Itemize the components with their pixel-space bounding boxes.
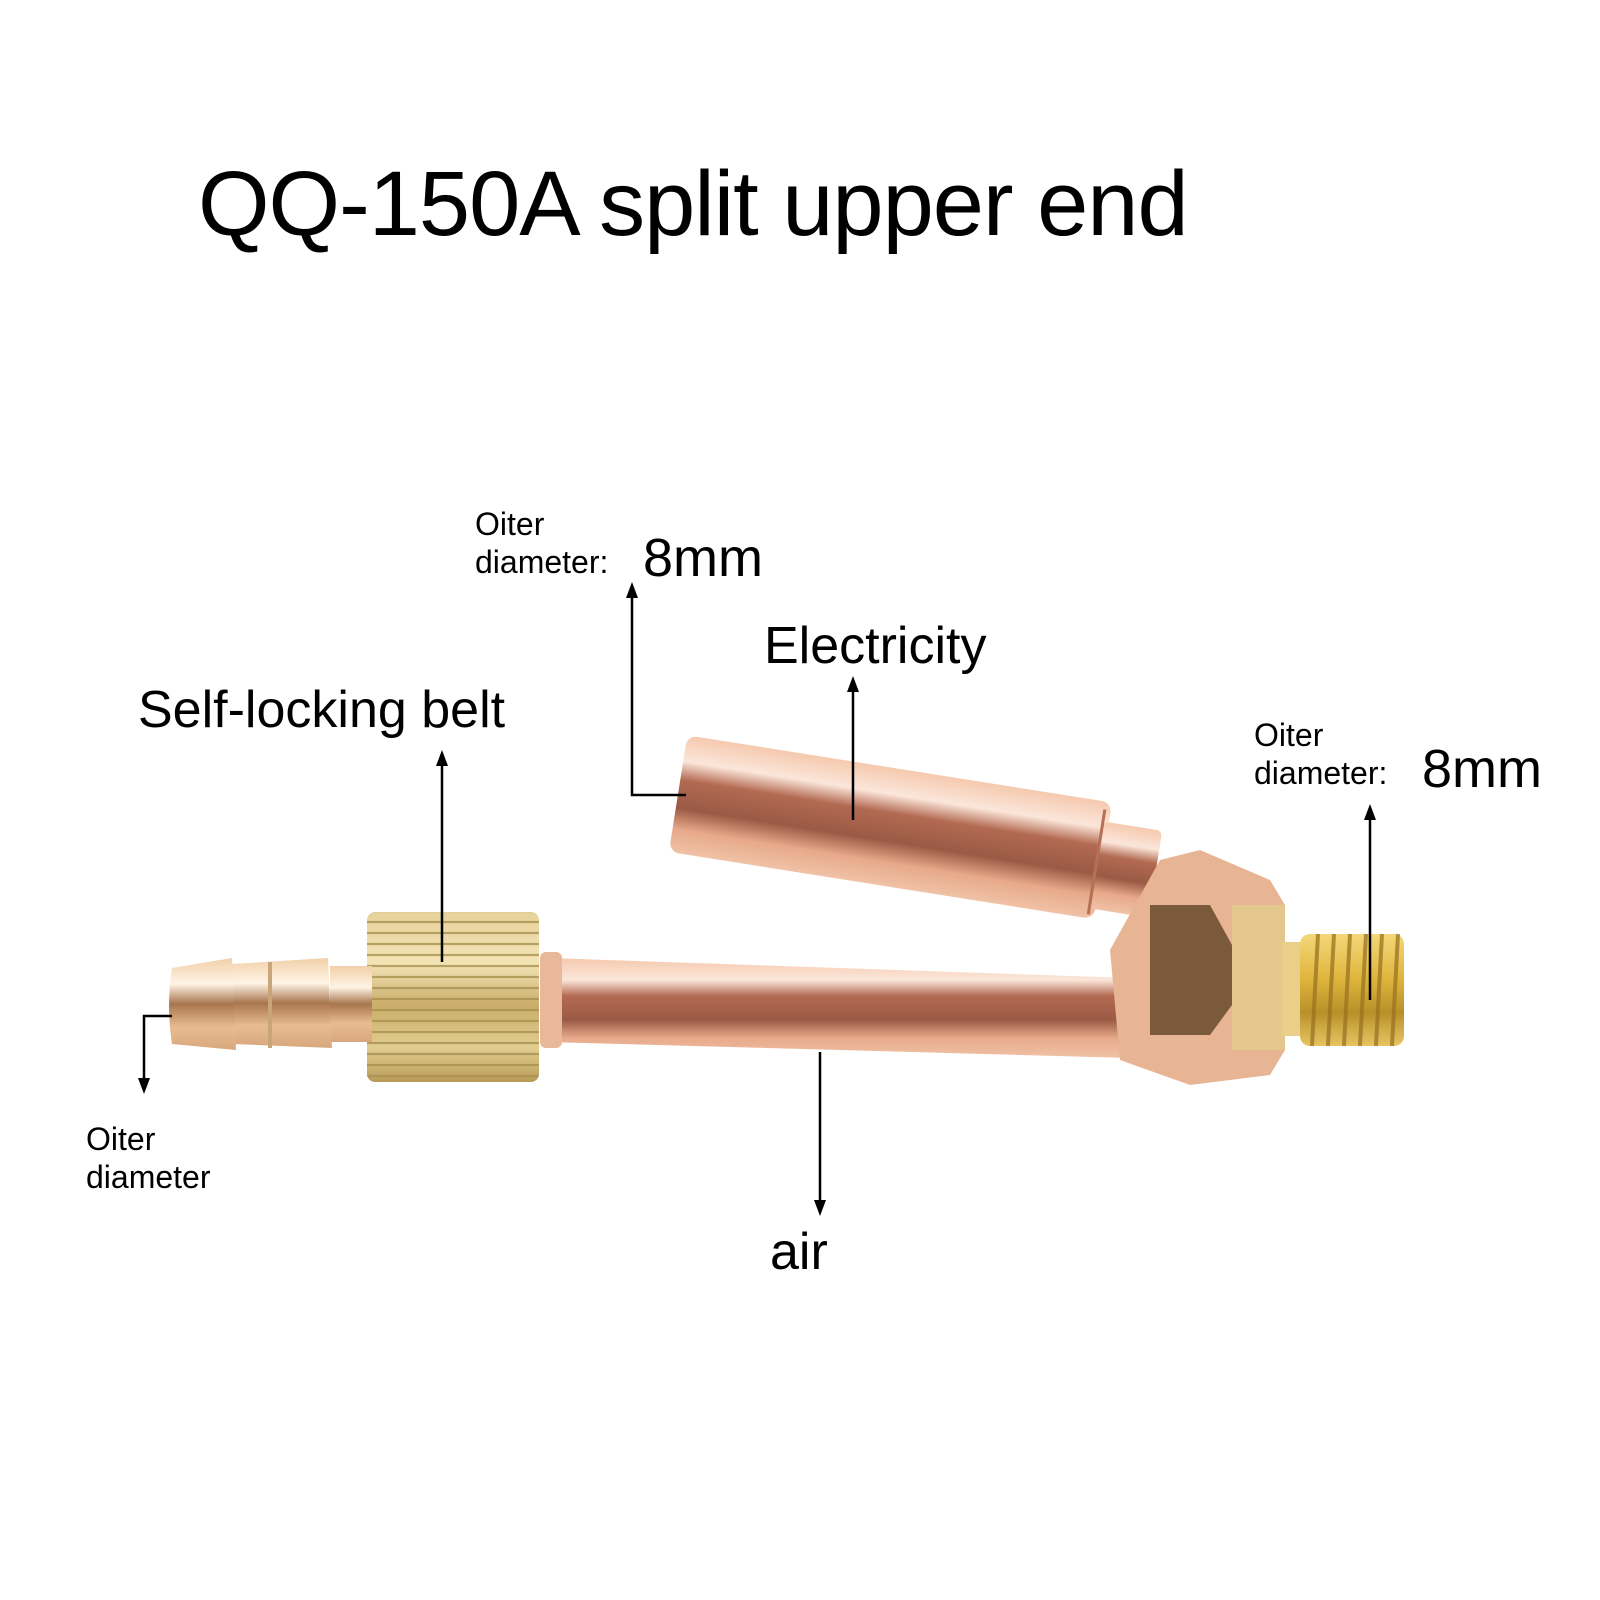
arrow-left-od <box>142 1014 172 1080</box>
callout-electricity: Electricity <box>764 617 987 675</box>
arrow-heads <box>138 582 1376 1216</box>
callout-label-line2: diameter: <box>475 544 609 580</box>
arrowhead-up-icon <box>847 676 859 692</box>
self-locking-nut <box>367 912 539 1082</box>
callout-value: 8mm <box>1422 739 1542 799</box>
arrow-top-od <box>630 596 686 797</box>
callout-right-outer-diameter: Oiter diameter: 8mm <box>1254 716 1542 796</box>
air-tube <box>540 952 1130 1058</box>
callout-arrows <box>142 596 1372 1202</box>
arrowhead-up-icon <box>436 750 448 766</box>
hose-barb <box>169 958 372 1050</box>
arrowhead-down-icon <box>814 1200 826 1216</box>
hex-fitting <box>1110 850 1285 1085</box>
callout-self-locking-belt: Self-locking belt <box>138 681 506 739</box>
callout-left-outer-diameter: Oiter diameter <box>86 1120 211 1196</box>
callout-label-line2: diameter <box>86 1159 211 1195</box>
threaded-end <box>1282 933 1404 1047</box>
callout-label-line1: Oiter <box>475 506 545 542</box>
callout-label-line1: Oiter <box>1254 717 1324 753</box>
arrowhead-up-icon <box>1364 804 1376 820</box>
callout-air: air <box>770 1223 828 1281</box>
callout-label-line1: Oiter <box>86 1121 156 1157</box>
callout-label-line2: diameter: <box>1254 755 1388 791</box>
electricity-tube <box>670 736 1162 918</box>
callout-value: 8mm <box>643 528 763 588</box>
arrowhead-down-icon <box>138 1078 150 1094</box>
arrowhead-up-icon <box>626 582 638 598</box>
callout-top-outer-diameter: Oiter diameter: 8mm <box>475 505 763 585</box>
page-title: QQ-150A split upper end <box>198 153 1189 255</box>
